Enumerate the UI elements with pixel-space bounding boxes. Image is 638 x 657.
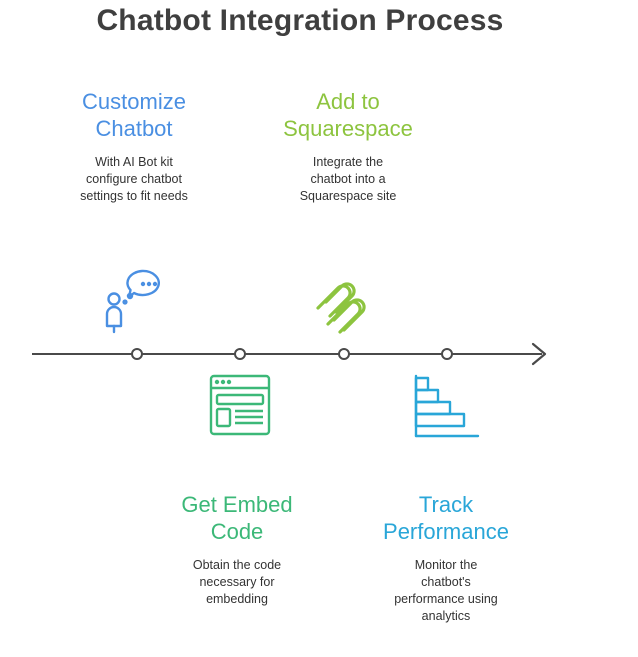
step-heading-line: Performance — [383, 519, 509, 544]
step-description: Integrate the chatbot into a Squarespace… — [268, 154, 428, 205]
step-desc-line: performance using — [394, 592, 498, 606]
step-heading-line: Customize — [82, 89, 186, 114]
step-customize-chatbot: Customize Chatbot With AI Bot kit config… — [54, 88, 214, 205]
step-desc-line: settings to fit needs — [80, 189, 188, 203]
step-desc-line: Integrate the — [312, 155, 384, 169]
squarespace-logo-icon — [316, 282, 366, 334]
step-heading: Get Embed Code — [157, 491, 317, 545]
timeline-arrow — [32, 342, 547, 366]
step-desc-line: Obtain the code — [192, 558, 282, 572]
browser-window-code-icon — [209, 374, 271, 436]
diagram-title: Chatbot Integration Process — [96, 4, 504, 37]
timeline-node — [131, 348, 143, 360]
step-heading-line: Add to — [316, 89, 380, 114]
step-desc-line: embedding — [206, 592, 268, 606]
step-heading-line: Chatbot — [95, 116, 173, 141]
step-heading: Customize Chatbot — [54, 88, 214, 142]
step-heading: Add to Squarespace — [268, 88, 428, 142]
user-chat-bubble-icon — [105, 269, 161, 334]
step-desc-line: Monitor the — [414, 558, 478, 572]
step-desc-line: analytics — [421, 609, 471, 623]
step-heading-line: Code — [210, 519, 264, 544]
step-description: With AI Bot kit configure chatbot settin… — [54, 154, 214, 205]
step-desc-line: chatbot's — [421, 575, 471, 589]
step-get-embed-code: Get Embed Code Obtain the code necessary… — [157, 491, 317, 608]
timeline-node — [441, 348, 453, 360]
step-heading-line: Get Embed — [181, 492, 293, 517]
step-description: Monitor the chatbot's performance using … — [366, 557, 526, 625]
step-add-to-squarespace: Add to Squarespace Integrate the chatbot… — [268, 88, 428, 205]
step-track-performance: Track Performance Monitor the chatbot's … — [366, 491, 526, 625]
step-desc-line: configure chatbot — [86, 172, 182, 186]
step-heading-line: Squarespace — [283, 116, 413, 141]
timeline-node — [234, 348, 246, 360]
step-desc-line: With AI Bot kit — [95, 155, 173, 169]
step-desc-line: chatbot into a — [310, 172, 386, 186]
timeline-node — [338, 348, 350, 360]
arrowhead-icon — [531, 342, 547, 366]
bar-chart-icon — [414, 374, 480, 438]
step-heading: Track Performance — [366, 491, 526, 545]
step-desc-line: necessary for — [199, 575, 275, 589]
step-heading-line: Track — [418, 492, 474, 517]
step-description: Obtain the code necessary for embedding — [157, 557, 317, 608]
step-desc-line: Squarespace site — [299, 189, 397, 203]
